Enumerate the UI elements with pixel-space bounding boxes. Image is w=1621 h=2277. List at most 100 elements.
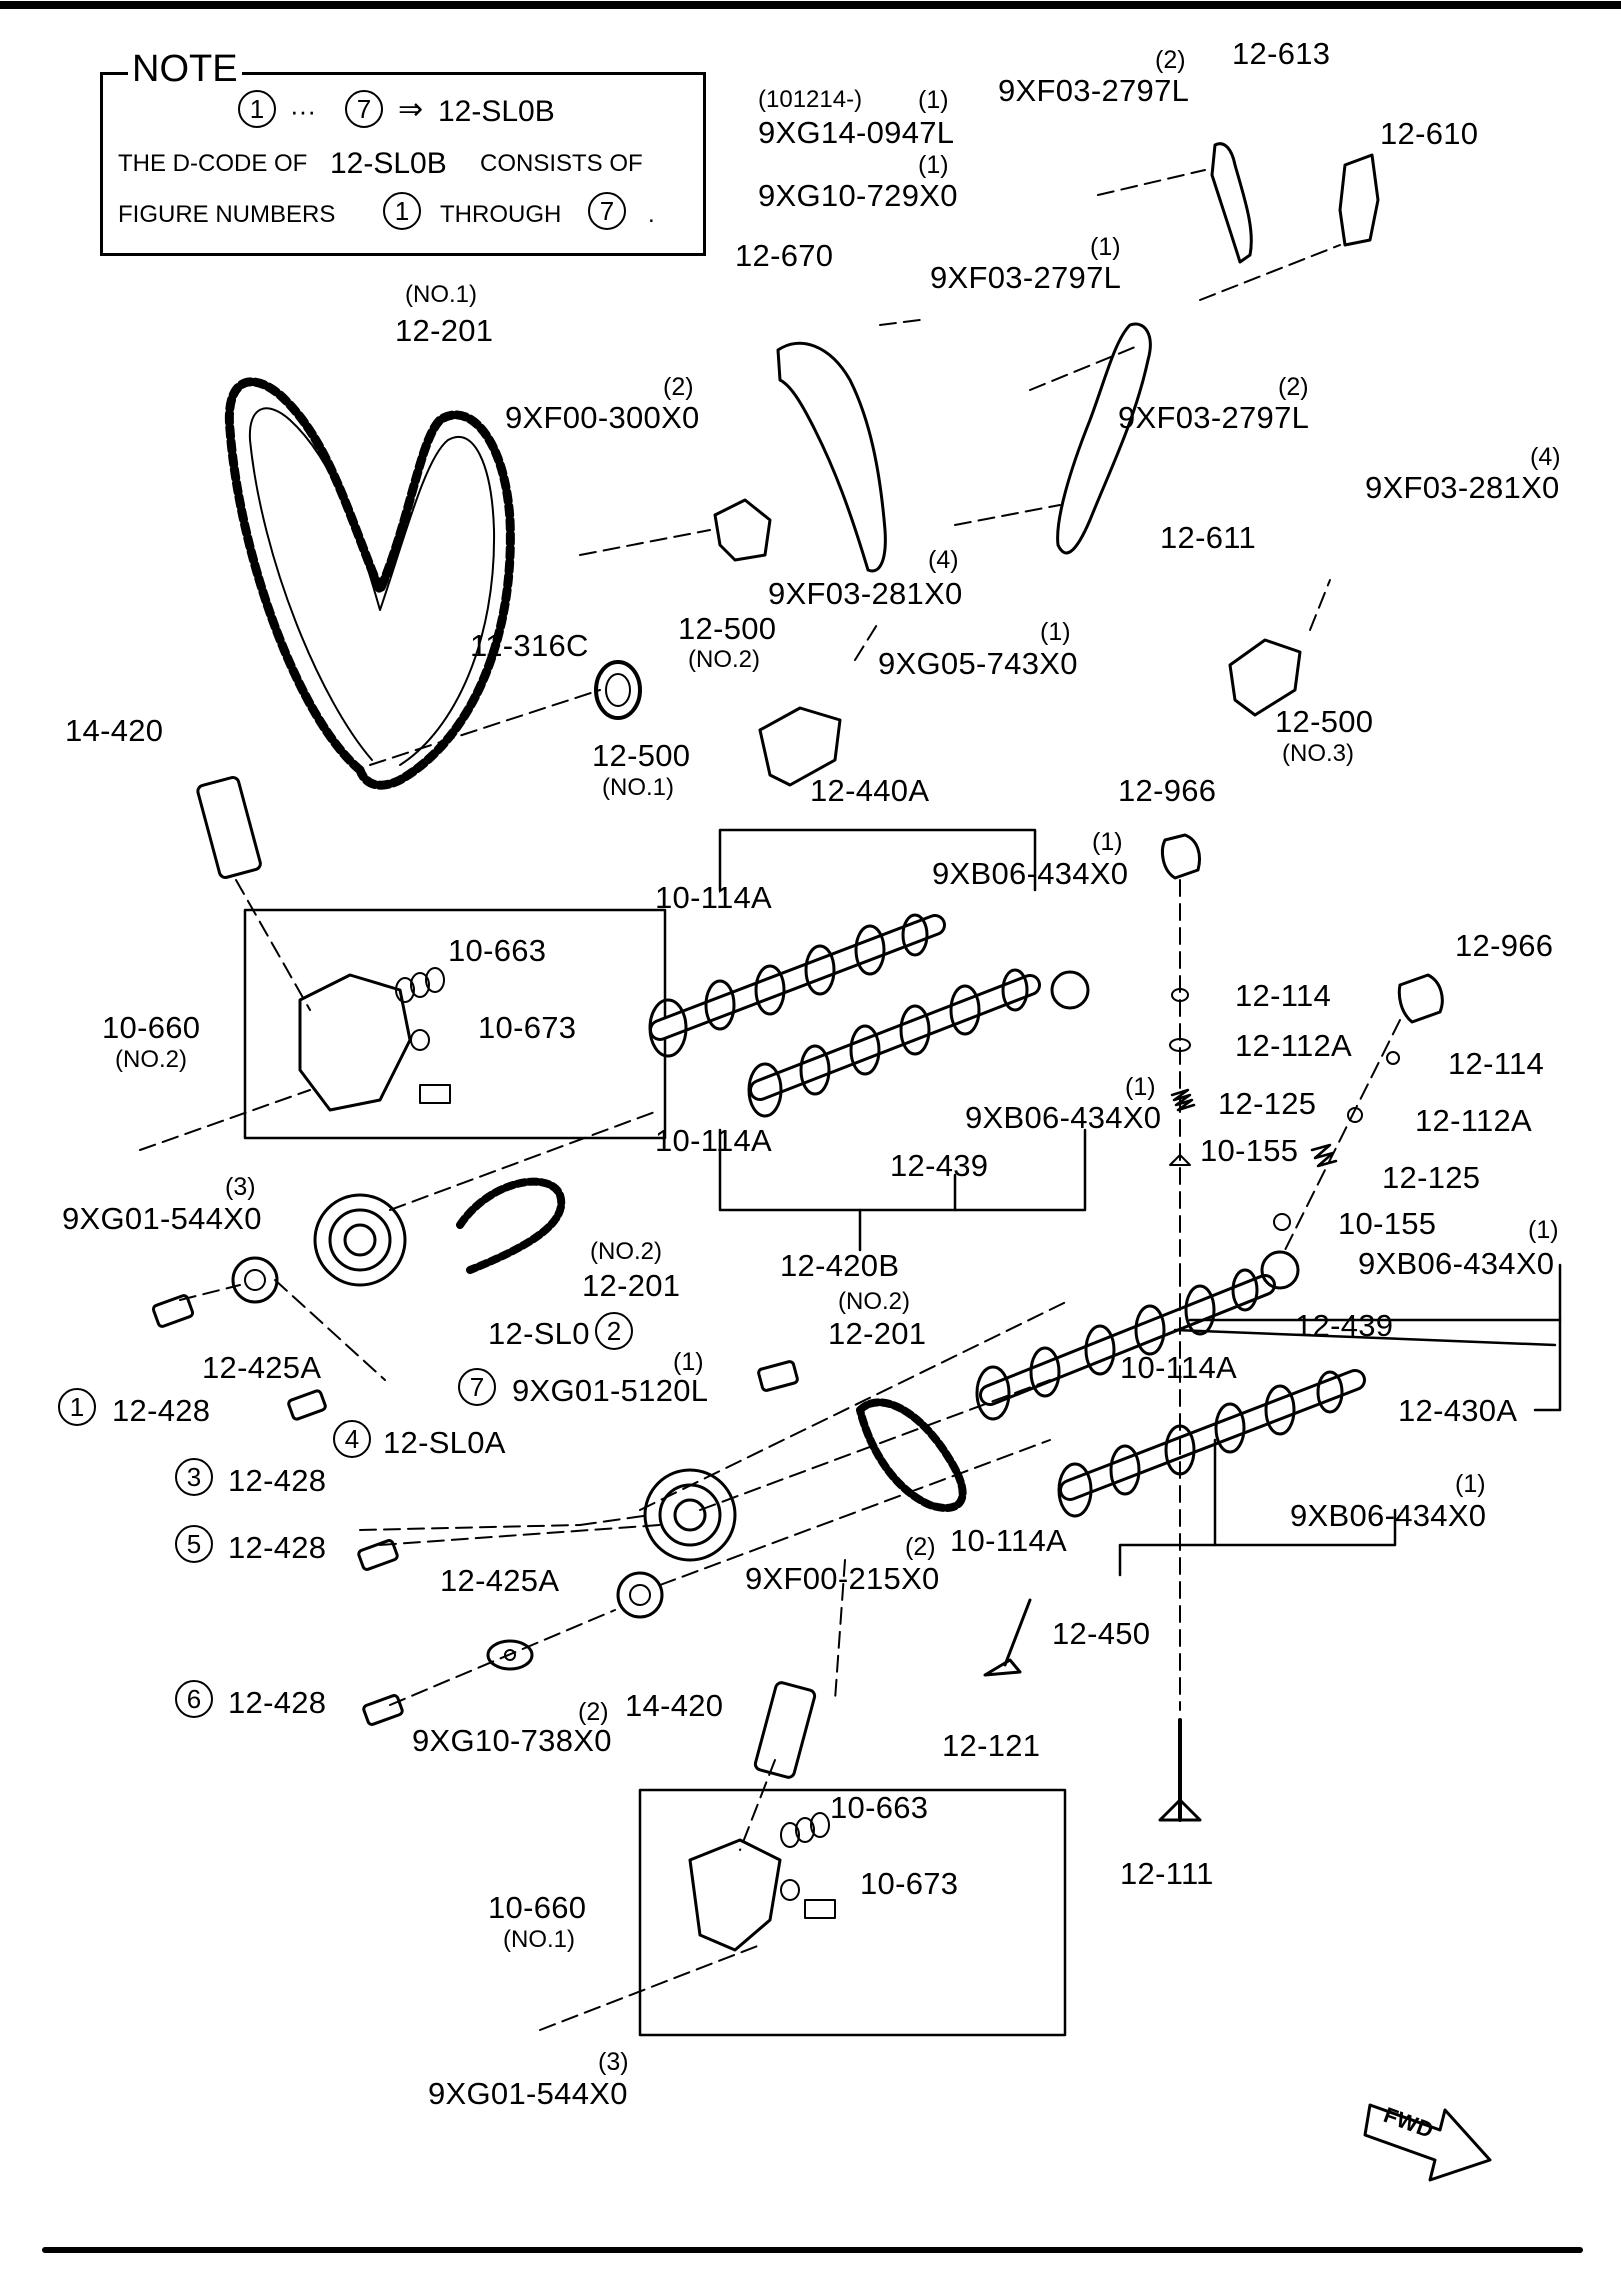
label-12-428-1: 12-428 bbox=[112, 1393, 211, 1428]
tappet-12-966-b bbox=[1397, 973, 1444, 1024]
guide-12-610 bbox=[1338, 153, 1380, 247]
label-12-428-5-fig: 5 bbox=[175, 1525, 213, 1563]
camshaft-12-440A bbox=[648, 913, 946, 1058]
label-12-500-no1: 12-500 bbox=[592, 738, 691, 773]
label-12-500-no2: 12-500 bbox=[678, 611, 777, 646]
sprocket-12-SL0 bbox=[313, 1193, 407, 1287]
note-line3-b: THROUGH bbox=[440, 201, 562, 228]
label-9XB06-434X0-b: 9XB06-434X0 bbox=[965, 1100, 1162, 1135]
label-9XF03-281X0-a: 9XF03-281X0 bbox=[1365, 470, 1560, 505]
pulley-12-425A-b bbox=[616, 1571, 664, 1619]
label-12-201-no2a-qty: (NO.2) bbox=[590, 1238, 662, 1265]
label-9XF03-2797L-a-qty: (2) bbox=[1155, 46, 1186, 74]
label-12-610: 12-610 bbox=[1380, 116, 1479, 151]
note-figure-end: 7 bbox=[345, 90, 383, 128]
label-12-613: 12-613 bbox=[1232, 36, 1331, 71]
label-9XB06-434-a-qty: (1) bbox=[1092, 828, 1123, 856]
note-line3-n2: 7 bbox=[588, 192, 626, 230]
label-9XF00-215-qty: (2) bbox=[905, 1533, 936, 1561]
note-line3-n1: 1 bbox=[383, 192, 421, 230]
oil-control-valve-14-420-b bbox=[753, 1681, 817, 1779]
label-12-SL0-fig: 2 bbox=[595, 1312, 633, 1350]
label-12-440A: 12-440A bbox=[810, 773, 930, 808]
label-14-420-a: 14-420 bbox=[65, 713, 164, 748]
bolt-12-428-6 bbox=[362, 1694, 404, 1726]
label-12-201-no2b-qty: (NO.2) bbox=[838, 1288, 910, 1315]
label-12-425A-b: 12-425A bbox=[440, 1563, 560, 1598]
label-12-420B: 12-420B bbox=[780, 1248, 900, 1283]
label-12-500-no3: 12-500 bbox=[1275, 704, 1374, 739]
label-10-660-no2-qty: (NO.2) bbox=[115, 1046, 187, 1073]
trigger-plate-12-439-b bbox=[1260, 1250, 1300, 1290]
label-12-430A: 12-430A bbox=[1398, 1393, 1518, 1428]
label-12-SL0A: 12-SL0A bbox=[383, 1425, 506, 1460]
label-12-SL0: 12-SL0 bbox=[488, 1316, 590, 1351]
note-line3-a: FIGURE NUMBERS bbox=[118, 201, 336, 228]
label-12-966-a: 12-966 bbox=[1118, 773, 1217, 808]
label-12-670: 12-670 bbox=[735, 238, 834, 273]
label-9XG10-729X0: 9XG10-729X0 bbox=[758, 178, 958, 213]
label-9XG10-738X0: 9XG10-738X0 bbox=[412, 1723, 612, 1758]
label-12-201-no1-qty: (NO.1) bbox=[405, 281, 477, 308]
label-12-500-no2-qty: (NO.2) bbox=[688, 646, 760, 673]
timing-chain-no1 bbox=[224, 377, 515, 790]
label-14-420-b: 14-420 bbox=[625, 1688, 724, 1723]
label-9XG14-qty: (1) bbox=[918, 86, 949, 114]
label-12-125-a: 12-125 bbox=[1218, 1086, 1317, 1121]
ocv-bracket-no2 bbox=[298, 973, 412, 1112]
label-10-673-a: 10-673 bbox=[478, 1010, 577, 1045]
leader-valve-b bbox=[1284, 1019, 1401, 1251]
label-10-114A-a: 10-114A bbox=[655, 880, 773, 915]
sprocket-12-SL0A bbox=[643, 1468, 737, 1562]
note-line3-end: . bbox=[648, 201, 655, 228]
note-box bbox=[100, 72, 706, 256]
note-arrow: ⇒ bbox=[398, 93, 424, 126]
label-12-125-b: 12-125 bbox=[1382, 1160, 1481, 1195]
camshaft-12-420B bbox=[747, 968, 1041, 1118]
label-10-660-no1-qty: (NO.1) bbox=[503, 1926, 575, 1953]
trigger-plate-12-439-a bbox=[1050, 970, 1090, 1010]
label-12-966-b: 12-966 bbox=[1455, 928, 1554, 963]
note-title: NOTE bbox=[128, 50, 242, 88]
seal-10-155-b bbox=[1273, 1213, 1291, 1231]
bolt-12-428-5 bbox=[357, 1539, 399, 1571]
label-10-660-no1: 10-660 bbox=[488, 1890, 587, 1925]
timing-chain-no2-b bbox=[856, 1398, 967, 1512]
oil-seal-11-316C bbox=[594, 660, 642, 720]
label-10-663-a: 10-663 bbox=[448, 933, 547, 968]
label-9XG01-544-a-qty: (3) bbox=[225, 1173, 256, 1201]
spring-12-125-b bbox=[1310, 1143, 1338, 1168]
label-9XF03-281X0-b: 9XF03-281X0 bbox=[768, 576, 963, 611]
camshaft-12-450 bbox=[1057, 1369, 1366, 1518]
label-12-428-3: 12-428 bbox=[228, 1463, 327, 1498]
label-10-114A-c: 10-114A bbox=[1120, 1350, 1238, 1385]
label-9XF03-2797L-c-qty: (2) bbox=[1278, 373, 1309, 401]
note-figure-start: 1 bbox=[238, 90, 276, 128]
note-code: 12-SL0B bbox=[438, 95, 555, 128]
label-12-125-a-qty: (1) bbox=[1125, 1073, 1156, 1101]
label-10-155-a: 10-155 bbox=[1200, 1133, 1299, 1168]
dashed-leaders bbox=[139, 169, 1341, 2031]
label-10-114A-d: 10-114A bbox=[950, 1523, 1068, 1558]
label-12-201-no1: 12-201 bbox=[395, 313, 494, 348]
label-12-111: 12-111 bbox=[1120, 1856, 1214, 1891]
note-line2-b: CONSISTS OF bbox=[480, 150, 643, 177]
label-12-428-3-fig: 3 bbox=[175, 1458, 213, 1496]
label-12-450: 12-450 bbox=[1052, 1616, 1151, 1651]
tensioner-12-500-no3 bbox=[1228, 638, 1302, 717]
label-9XF03-281-a-qty: (4) bbox=[1530, 443, 1561, 471]
label-12-428-1-fig: 1 bbox=[58, 1388, 96, 1426]
bolt-12-428-1 bbox=[151, 1294, 195, 1328]
label-12-611: 12-611 bbox=[1160, 520, 1257, 555]
tappet-12-966-a bbox=[1161, 833, 1201, 880]
label-9XB06-434-d-qty: (1) bbox=[1455, 1470, 1486, 1498]
retainer-12-112A-a bbox=[1169, 1038, 1191, 1052]
cotter-12-114-b bbox=[1386, 1051, 1400, 1065]
tensioner-12-500-no2 bbox=[713, 498, 772, 562]
oil-control-valve-14-420-a bbox=[196, 776, 262, 879]
label-12-201-no2b: 12-201 bbox=[828, 1316, 927, 1351]
guide-12-613 bbox=[1210, 142, 1253, 264]
label-9XG05-743X0: 9XG05-743X0 bbox=[878, 646, 1078, 681]
